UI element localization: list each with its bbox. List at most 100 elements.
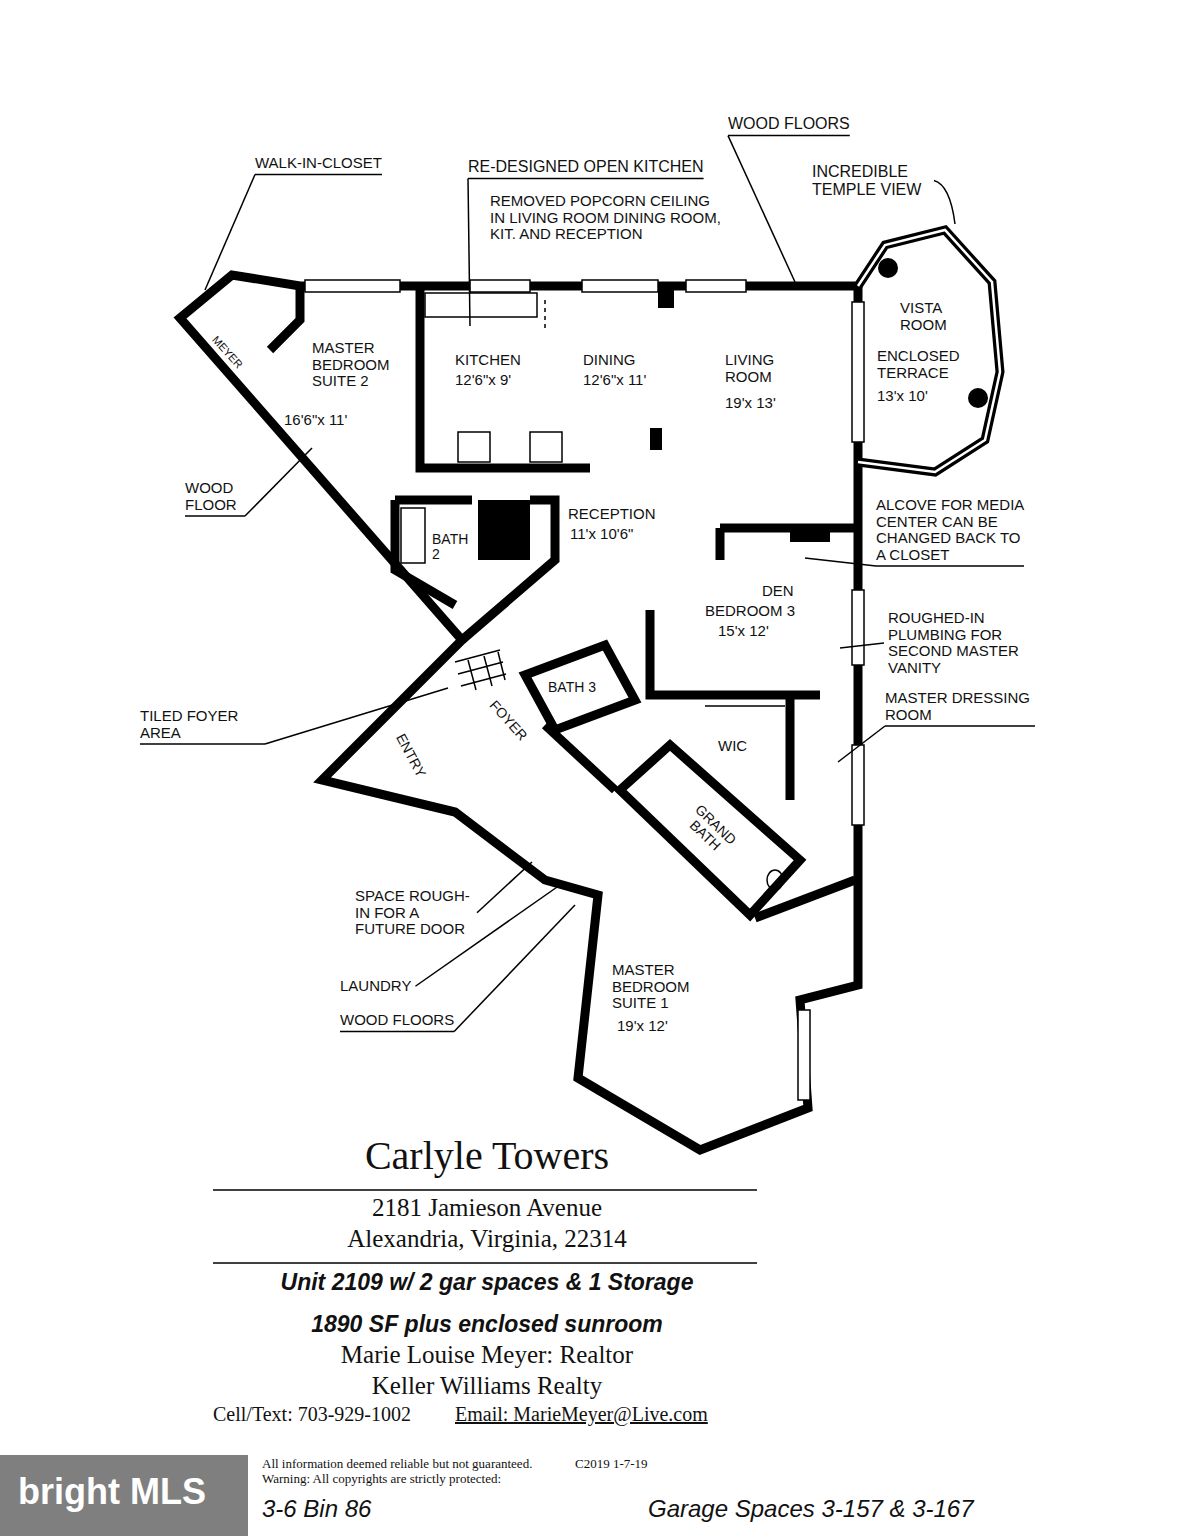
tile-hatch [455, 650, 506, 690]
windows [305, 280, 864, 1100]
window [686, 280, 746, 292]
room-name: LIVING ROOM [725, 352, 795, 385]
window [470, 280, 530, 292]
title-heading: Carlyle Towers [213, 1134, 761, 1178]
callout-note: WOOD FLOOR [185, 480, 245, 513]
room-dimension: 12'6"x 11' [583, 372, 646, 389]
appliance [530, 432, 562, 462]
bedroom-wall [755, 880, 855, 918]
appliance [458, 432, 490, 462]
room-name: GRAND BATH [678, 799, 741, 861]
watermark: bright MLS [18, 1472, 206, 1512]
pillar [650, 428, 662, 450]
room-name: RECEPTION [568, 506, 656, 523]
watermark-ground [0, 1455, 248, 1536]
room-name: DINING [583, 352, 636, 369]
room-dimension: 16'6"x 11' [284, 412, 347, 429]
room-name: VISTA ROOM [900, 300, 960, 333]
room-name: WIC [718, 738, 747, 755]
leader-line [876, 565, 1024, 567]
toilet [767, 870, 783, 890]
room-dimension: 11'x 10'6" [570, 526, 633, 543]
den-wall [650, 610, 820, 695]
callout-note: TILED FOYER AREA [140, 708, 265, 741]
callout-note: INCREDIBLE TEMPLE VIEW [812, 163, 930, 198]
room-dimension: 12'6"x 9' [455, 372, 511, 389]
room-name: BATH 3 [548, 680, 596, 695]
callout-note: ROUGHED-IN PLUMBING FOR SECOND MASTER VA… [888, 610, 1038, 676]
callout-note: REMOVED POPCORN CEILING IN LIVING ROOM D… [490, 193, 722, 243]
room-name: FOYER [486, 697, 530, 743]
leader-line [728, 136, 795, 282]
utility-closet [478, 500, 530, 560]
callout-note: SPACE ROUGH-IN FOR A FUTURE DOOR [355, 888, 473, 938]
rule [213, 1262, 757, 1264]
leader-line [185, 515, 245, 517]
room-name: MASTER BEDROOM SUITE 2 [312, 340, 392, 390]
leader-line [265, 688, 448, 744]
window [798, 1010, 810, 1100]
bathtub [401, 508, 425, 563]
leader-line [255, 174, 382, 176]
callout-note: ALCOVE FOR MEDIA CENTER CAN BE CHANGED B… [876, 497, 1024, 563]
room-name: BEDROOM 3 [705, 603, 795, 620]
address-line: Alexandria, Virginia, 22314 [213, 1225, 761, 1253]
column-dot [878, 258, 898, 278]
callout-note: RE-DESIGNED OPEN KITCHEN [468, 158, 704, 176]
room-dimension: 15'x 12' [718, 623, 769, 640]
counter-edge [544, 300, 546, 330]
grand-bath-wall [620, 745, 800, 915]
walls [180, 230, 1000, 1150]
rule [213, 1189, 757, 1191]
room-name: KITCHEN [455, 352, 521, 369]
room-name: ENCLOSED TERRACE [877, 348, 972, 381]
agent-line: Keller Williams Realty [213, 1372, 761, 1400]
kitchen-wall [420, 286, 590, 468]
contact-line: Cell/Text: 703-929-1002 [213, 1403, 411, 1425]
leader-line [934, 181, 955, 224]
leader-line [805, 558, 876, 566]
room-dimension: 13'x 10' [877, 388, 928, 405]
leader-line [205, 175, 255, 291]
callout-note: MASTER DRESSING ROOM [885, 690, 1035, 723]
leader-line [245, 448, 312, 516]
leader-line [140, 743, 265, 745]
leader-line [340, 1031, 454, 1033]
wic-wall [786, 695, 795, 800]
leader-line [454, 905, 575, 1032]
foyer-wall [545, 725, 615, 790]
bath-wall [395, 500, 472, 605]
room-name: DEN [762, 583, 794, 600]
leader-line [477, 862, 532, 913]
leader-line [468, 178, 704, 180]
room-name: ENTRY [392, 731, 428, 780]
closet-name: MEYER [209, 333, 244, 370]
window [305, 280, 400, 292]
contact-line: Email: MarieMeyer@Live.com [455, 1403, 708, 1425]
callout-note: WOOD FLOORS [340, 1012, 454, 1029]
unit-note: 1890 SF plus enclosed sunroom [213, 1312, 761, 1337]
vista-wall [858, 230, 1000, 472]
leader-line [840, 643, 884, 648]
reception-wall [462, 500, 555, 640]
window [582, 280, 658, 292]
unit-note: Unit 2109 w/ 2 gar spaces & 1 Storage [213, 1270, 761, 1295]
agent-line: Marie Louise Meyer: Realtor [213, 1341, 761, 1369]
window-glass [858, 230, 1000, 472]
window [852, 590, 864, 665]
callout-note: WOOD FLOORS [728, 115, 850, 133]
counter [425, 293, 537, 317]
closet-shelf [705, 705, 785, 707]
leader-line [838, 726, 885, 762]
room-name: BATH 2 [432, 532, 472, 563]
media-alcove [790, 528, 830, 542]
address-line: 2181 Jamieson Avenue [213, 1194, 761, 1222]
outer-wall [180, 275, 858, 1150]
pillar [658, 286, 674, 308]
room-dimension: 19'x 12' [617, 1018, 668, 1035]
leader-line [468, 179, 470, 326]
leader-line [728, 135, 850, 137]
callout-note: LAUNDRY [340, 978, 411, 995]
